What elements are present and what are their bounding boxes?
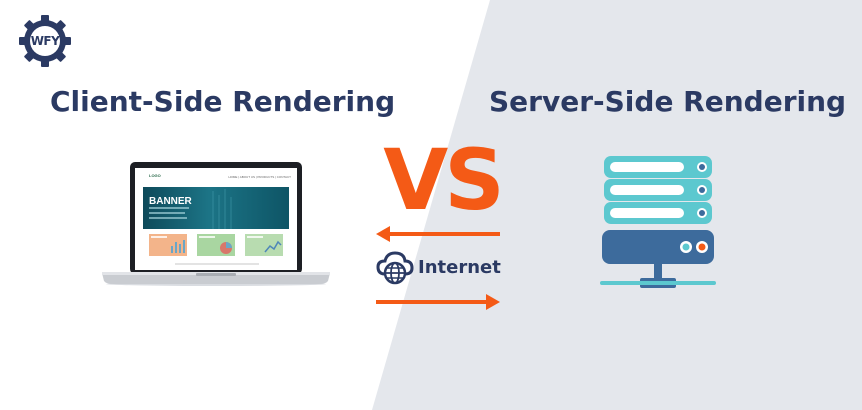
card-line-icon (247, 236, 282, 253)
arrow-left-icon (376, 226, 500, 242)
vs-text: VS (383, 131, 505, 229)
brand-logo: WFY (18, 14, 72, 68)
website-nav: HOME | ABOUT US | PRODUCTS | CONTACT (228, 175, 291, 179)
laptop-screen: LOGO HOME | ABOUT US | PRODUCTS | CONTAC… (135, 168, 297, 270)
website-card-1 (149, 234, 187, 256)
card-chart-icon (151, 236, 185, 253)
cloud-globe-icon (376, 251, 414, 285)
card-pie-icon (199, 236, 232, 254)
banner-title: BANNER (149, 196, 192, 207)
website-card-3 (245, 234, 283, 256)
gear-logo-icon (19, 15, 71, 67)
website-card-2 (197, 234, 235, 256)
server-side-heading: Server-Side Rendering (489, 85, 847, 118)
internet-label: Internet (418, 257, 501, 278)
banner-decoration (149, 189, 232, 229)
server-stack-icon (600, 156, 716, 288)
laptop-illustration: LOGO HOME | ABOUT US | PRODUCTS | CONTAC… (100, 160, 332, 286)
website-banner (143, 187, 289, 229)
arrow-right-icon (376, 294, 500, 310)
client-side-heading: Client-Side Rendering (50, 85, 396, 118)
website-logo: LOGO (149, 173, 161, 178)
logo-text: WFY (30, 34, 60, 48)
website-footer (175, 263, 259, 265)
